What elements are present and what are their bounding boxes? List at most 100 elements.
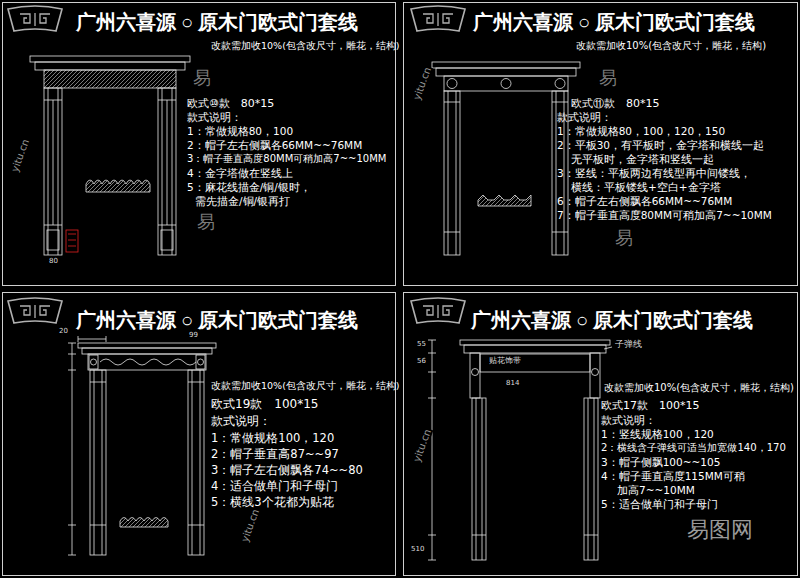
style-heading: 欧式⑩款 80*15 bbox=[187, 96, 274, 111]
spec-heading: 款式说明： bbox=[601, 413, 656, 427]
spec-item: 5：麻花线描金/铜/银时， 需先描金/铜/银再打 bbox=[187, 180, 314, 208]
line-art bbox=[78, 343, 216, 348]
line-art bbox=[30, 56, 190, 62]
brand-logo bbox=[8, 6, 62, 31]
line-art bbox=[89, 355, 98, 369]
line-art bbox=[44, 100, 176, 225]
line-art bbox=[444, 102, 568, 232]
line-art bbox=[447, 79, 457, 89]
pricing-note: 改款需加收10%(包含改尺寸，雕花，结构) bbox=[211, 39, 400, 53]
brand-logos bbox=[8, 6, 465, 323]
line-art bbox=[88, 354, 206, 370]
pricing-note: 改款需加收10%(包含改尺寸，雕花，结构) bbox=[576, 39, 766, 53]
line-art bbox=[472, 369, 479, 376]
spec-item: 2：帽子垂直高87~~97 bbox=[211, 446, 339, 462]
line-art bbox=[584, 398, 598, 560]
spec-item: 2：帽子左右侧飘各66MM~~76MM bbox=[187, 138, 362, 152]
line-art bbox=[198, 359, 204, 365]
line-art bbox=[78, 336, 106, 342]
panel-title: 广州六喜源 ○ 原木门欧式门套线 bbox=[471, 307, 753, 334]
line-art bbox=[444, 91, 460, 255]
line-art bbox=[478, 195, 531, 206]
door-casing-10 bbox=[30, 56, 190, 255]
line-art bbox=[44, 70, 176, 88]
panel-title: 广州六喜源 ○ 原木门欧式门套线 bbox=[76, 307, 358, 334]
watermark: 易 bbox=[598, 68, 618, 88]
dimension-number: 20 bbox=[58, 328, 69, 336]
part-label: 贴花饰带 bbox=[488, 357, 522, 366]
part-label: 子弹线 bbox=[614, 340, 643, 350]
line-art bbox=[68, 343, 76, 555]
line-art bbox=[470, 353, 480, 398]
spec-item: 3：帽子左右侧飘各74~~80 bbox=[211, 462, 363, 478]
watermark: yitu.cn bbox=[411, 65, 434, 103]
line-art bbox=[188, 370, 204, 555]
line-art bbox=[161, 230, 173, 250]
spec-heading: 款式说明： bbox=[557, 110, 612, 124]
line-art bbox=[86, 180, 150, 192]
line-art bbox=[66, 230, 78, 252]
line-art bbox=[472, 535, 598, 536]
brand-logo bbox=[411, 298, 465, 323]
dimension-number: 55 bbox=[416, 341, 427, 349]
line-art bbox=[47, 230, 59, 250]
spec-item: 5：横线3个花都为贴花 bbox=[211, 494, 334, 510]
drawing-panel: 广州六喜源 ○ 原木门欧式门套线改款需加收10%(包含改尺寸，雕花，结构)欧式⑪… bbox=[403, 2, 798, 286]
line-art bbox=[432, 62, 580, 68]
pricing-note: 改款需加收10%(包含改尺寸，雕花，结构) bbox=[211, 379, 400, 393]
dimension-number: 80 bbox=[48, 258, 59, 266]
watermark: yitu.cn bbox=[411, 427, 434, 465]
watermark: yitu.cn bbox=[9, 137, 32, 175]
dimension-number: 99 bbox=[188, 332, 199, 340]
line-art bbox=[592, 369, 599, 376]
line-art bbox=[480, 354, 590, 372]
panel-title: 广州六喜源 ○ 原木门欧式门套线 bbox=[76, 9, 358, 36]
spec-item: 1：常做规格80，100 bbox=[187, 124, 293, 138]
line-art bbox=[90, 382, 204, 525]
spec-item: 3：帽子垂直高度80MM可稍加高7~~10MM bbox=[187, 152, 386, 166]
line-art bbox=[94, 370, 200, 555]
line-art bbox=[428, 340, 436, 560]
brand-logo bbox=[411, 6, 465, 31]
dimension-number: 510 bbox=[410, 546, 425, 554]
door-casing-11 bbox=[432, 62, 580, 255]
line-art bbox=[68, 234, 76, 246]
spec-item: 5：适合做单门和子母门 bbox=[601, 497, 718, 511]
drawing-panel: 广州六喜源 ○ 原木门欧式门套线改款需加收10%(包含改尺寸，雕花，结构)欧式⑩… bbox=[2, 2, 396, 286]
spec-item: 3：帽子侧飘100~~105 bbox=[601, 455, 720, 469]
style-heading: 欧式⑪款 80*15 bbox=[571, 96, 660, 111]
spec-item: 4：金字塔做在竖线上 bbox=[187, 166, 293, 180]
line-art bbox=[120, 518, 168, 528]
line-art bbox=[590, 353, 600, 398]
line-art bbox=[100, 359, 196, 365]
spec-item: 4：帽子垂直高度115MM可稍 加高7~~10MM bbox=[601, 469, 748, 497]
brand-logo bbox=[8, 298, 62, 323]
line-art bbox=[436, 68, 576, 76]
spec-item: 3：竖线：平板两边有线型再中间镂线， 横线：平板镂线+空白+金字塔 bbox=[557, 166, 754, 194]
style-heading: 欧式19款 100*15 bbox=[211, 396, 318, 412]
spec-item: 1：常做规格80，100，120，150 bbox=[557, 124, 725, 138]
line-art bbox=[90, 370, 106, 555]
line-art bbox=[476, 398, 594, 560]
spec-item: 1：竖线规格100，120 bbox=[601, 427, 714, 441]
line-art bbox=[555, 79, 565, 89]
line-art bbox=[604, 347, 612, 349]
line-art bbox=[448, 91, 564, 255]
spec-item: 4：适合做单门和子母门 bbox=[211, 478, 338, 494]
line-art bbox=[444, 76, 568, 91]
style-heading: 欧式17款 100*15 bbox=[601, 398, 700, 413]
pricing-note: 改款需加收10%(包含改尺寸，雕花，结构) bbox=[604, 381, 794, 395]
spec-item: 6：帽子左右侧飘各66MM~~76MM bbox=[557, 194, 732, 208]
spec-item: 7：帽子垂直高度80MM可稍加高7~~10MM bbox=[557, 208, 772, 222]
spec-item: 1：常做规格100，120 bbox=[211, 430, 334, 446]
watermark: 易 bbox=[614, 228, 634, 248]
line-art bbox=[82, 348, 212, 354]
spec-item: 2：横线含子弹线可适当加宽做140，170 bbox=[601, 441, 786, 455]
dimension-number: 814 bbox=[505, 380, 520, 388]
line-art bbox=[196, 355, 205, 369]
line-art bbox=[460, 340, 610, 345]
spec-heading: 款式说明： bbox=[187, 110, 242, 124]
watermark: 易图网 bbox=[686, 518, 754, 542]
watermark: yitu.cn bbox=[239, 507, 262, 545]
